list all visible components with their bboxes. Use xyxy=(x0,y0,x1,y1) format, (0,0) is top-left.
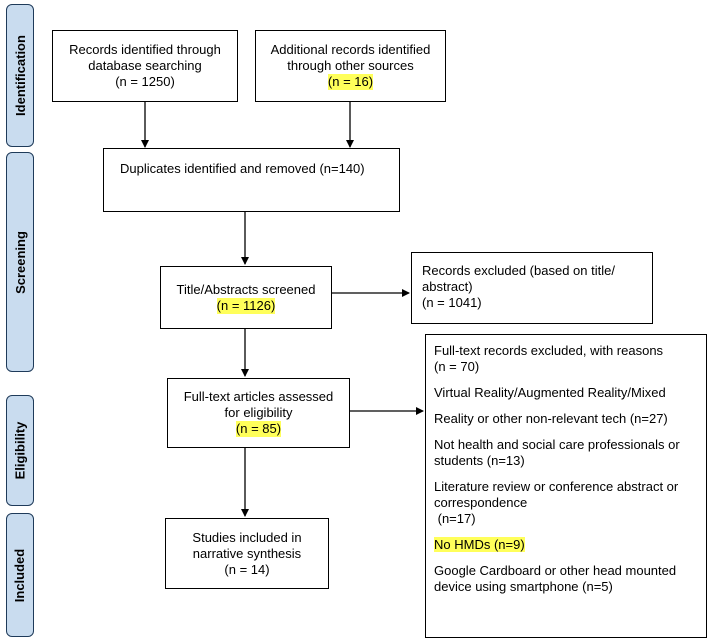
duplicates-box: Duplicates identified and removed (n=140… xyxy=(103,148,400,212)
database-count: (n = 1250) xyxy=(115,74,175,89)
database-records-box: Records identified through database sear… xyxy=(52,30,238,102)
fulltext-count: (n = 85) xyxy=(235,421,282,437)
fulltext-line1: Full-text articles assessed xyxy=(183,389,334,404)
reason-no-hmds-text: No HMDs (n=9) xyxy=(434,537,525,552)
duplicates-text: Duplicates identified and removed (n=140… xyxy=(120,161,365,176)
reason-vr-ar-cont: Reality or other non-relevant tech (n=27… xyxy=(434,411,698,427)
excluded-title-count: (n = 1041) xyxy=(422,295,482,310)
included-line2: narrative synthesis xyxy=(192,545,302,561)
fulltext-assessed-box: Full-text articles assessed for eligibil… xyxy=(167,378,350,448)
reason-google-cardboard: Google Cardboard or other head mounted d… xyxy=(434,563,698,595)
fulltext-excluded-header-text: Full-text records excluded, with reasons xyxy=(434,343,664,358)
other-sources-count: (n = 16) xyxy=(327,74,374,90)
reason-not-professionals-line2: students (n=13) xyxy=(434,453,525,468)
fulltext-excluded-box: Full-text records excluded, with reasons… xyxy=(425,334,707,638)
records-excluded-box: Records excluded (based on title/ abstra… xyxy=(411,252,653,324)
excluded-title-line2: abstract) xyxy=(422,279,473,294)
studies-included-box: Studies included in narrative synthesis … xyxy=(165,518,329,589)
stage-identification: Identification xyxy=(6,4,34,147)
other-sources-box: Additional records identified through ot… xyxy=(255,30,446,102)
database-line1: Records identified through xyxy=(69,42,221,57)
stage-eligibility: Eligibility xyxy=(6,395,34,506)
included-line1: Studies included in xyxy=(192,529,302,545)
reason-not-professionals: Not health and social care professionals… xyxy=(434,437,698,469)
reason-cardboard-line1: Google Cardboard or other head mounted xyxy=(434,563,677,578)
reason-cardboard-line2: device using smartphone (n=5) xyxy=(434,579,613,594)
reason-not-professionals-line1: Not health and social care professionals… xyxy=(434,437,680,452)
stage-screening: Screening xyxy=(6,152,34,372)
reason-literature-review: Literature review or conference abstract… xyxy=(434,479,698,527)
title-abstract-screened-box: Title/Abstracts screened (n = 1126) xyxy=(160,266,332,329)
reason-no-hmds: No HMDs (n=9) xyxy=(434,537,698,553)
reason-vr-ar-line1: Virtual Reality/Augmented Reality/Mixed xyxy=(434,385,666,400)
screened-line1: Title/Abstracts screened xyxy=(176,281,316,297)
reason-literature-line1: Literature review or conference abstract… xyxy=(434,479,679,494)
screened-count: (n = 1126) xyxy=(216,297,276,314)
stage-included: Included xyxy=(6,513,34,637)
other-sources-line2: through other sources xyxy=(287,58,414,73)
reason-literature-count: (n=17) xyxy=(434,511,476,526)
fulltext-excluded-header: Full-text records excluded, with reasons… xyxy=(434,343,698,375)
reason-vr-ar: Virtual Reality/Augmented Reality/Mixed xyxy=(434,385,698,401)
included-count: (n = 14) xyxy=(224,561,270,577)
excluded-title-line1: Records excluded (based on title/ xyxy=(422,263,615,278)
fulltext-line2: for eligibility xyxy=(224,405,293,420)
reason-vr-ar-line2: Reality or other non-relevant tech (n=27… xyxy=(434,411,668,426)
fulltext-excluded-header-count: (n = 70) xyxy=(434,359,480,374)
reason-literature-line2: correspondence xyxy=(434,495,528,510)
database-line2: database searching xyxy=(88,58,202,73)
other-sources-line1: Additional records identified xyxy=(270,42,431,57)
